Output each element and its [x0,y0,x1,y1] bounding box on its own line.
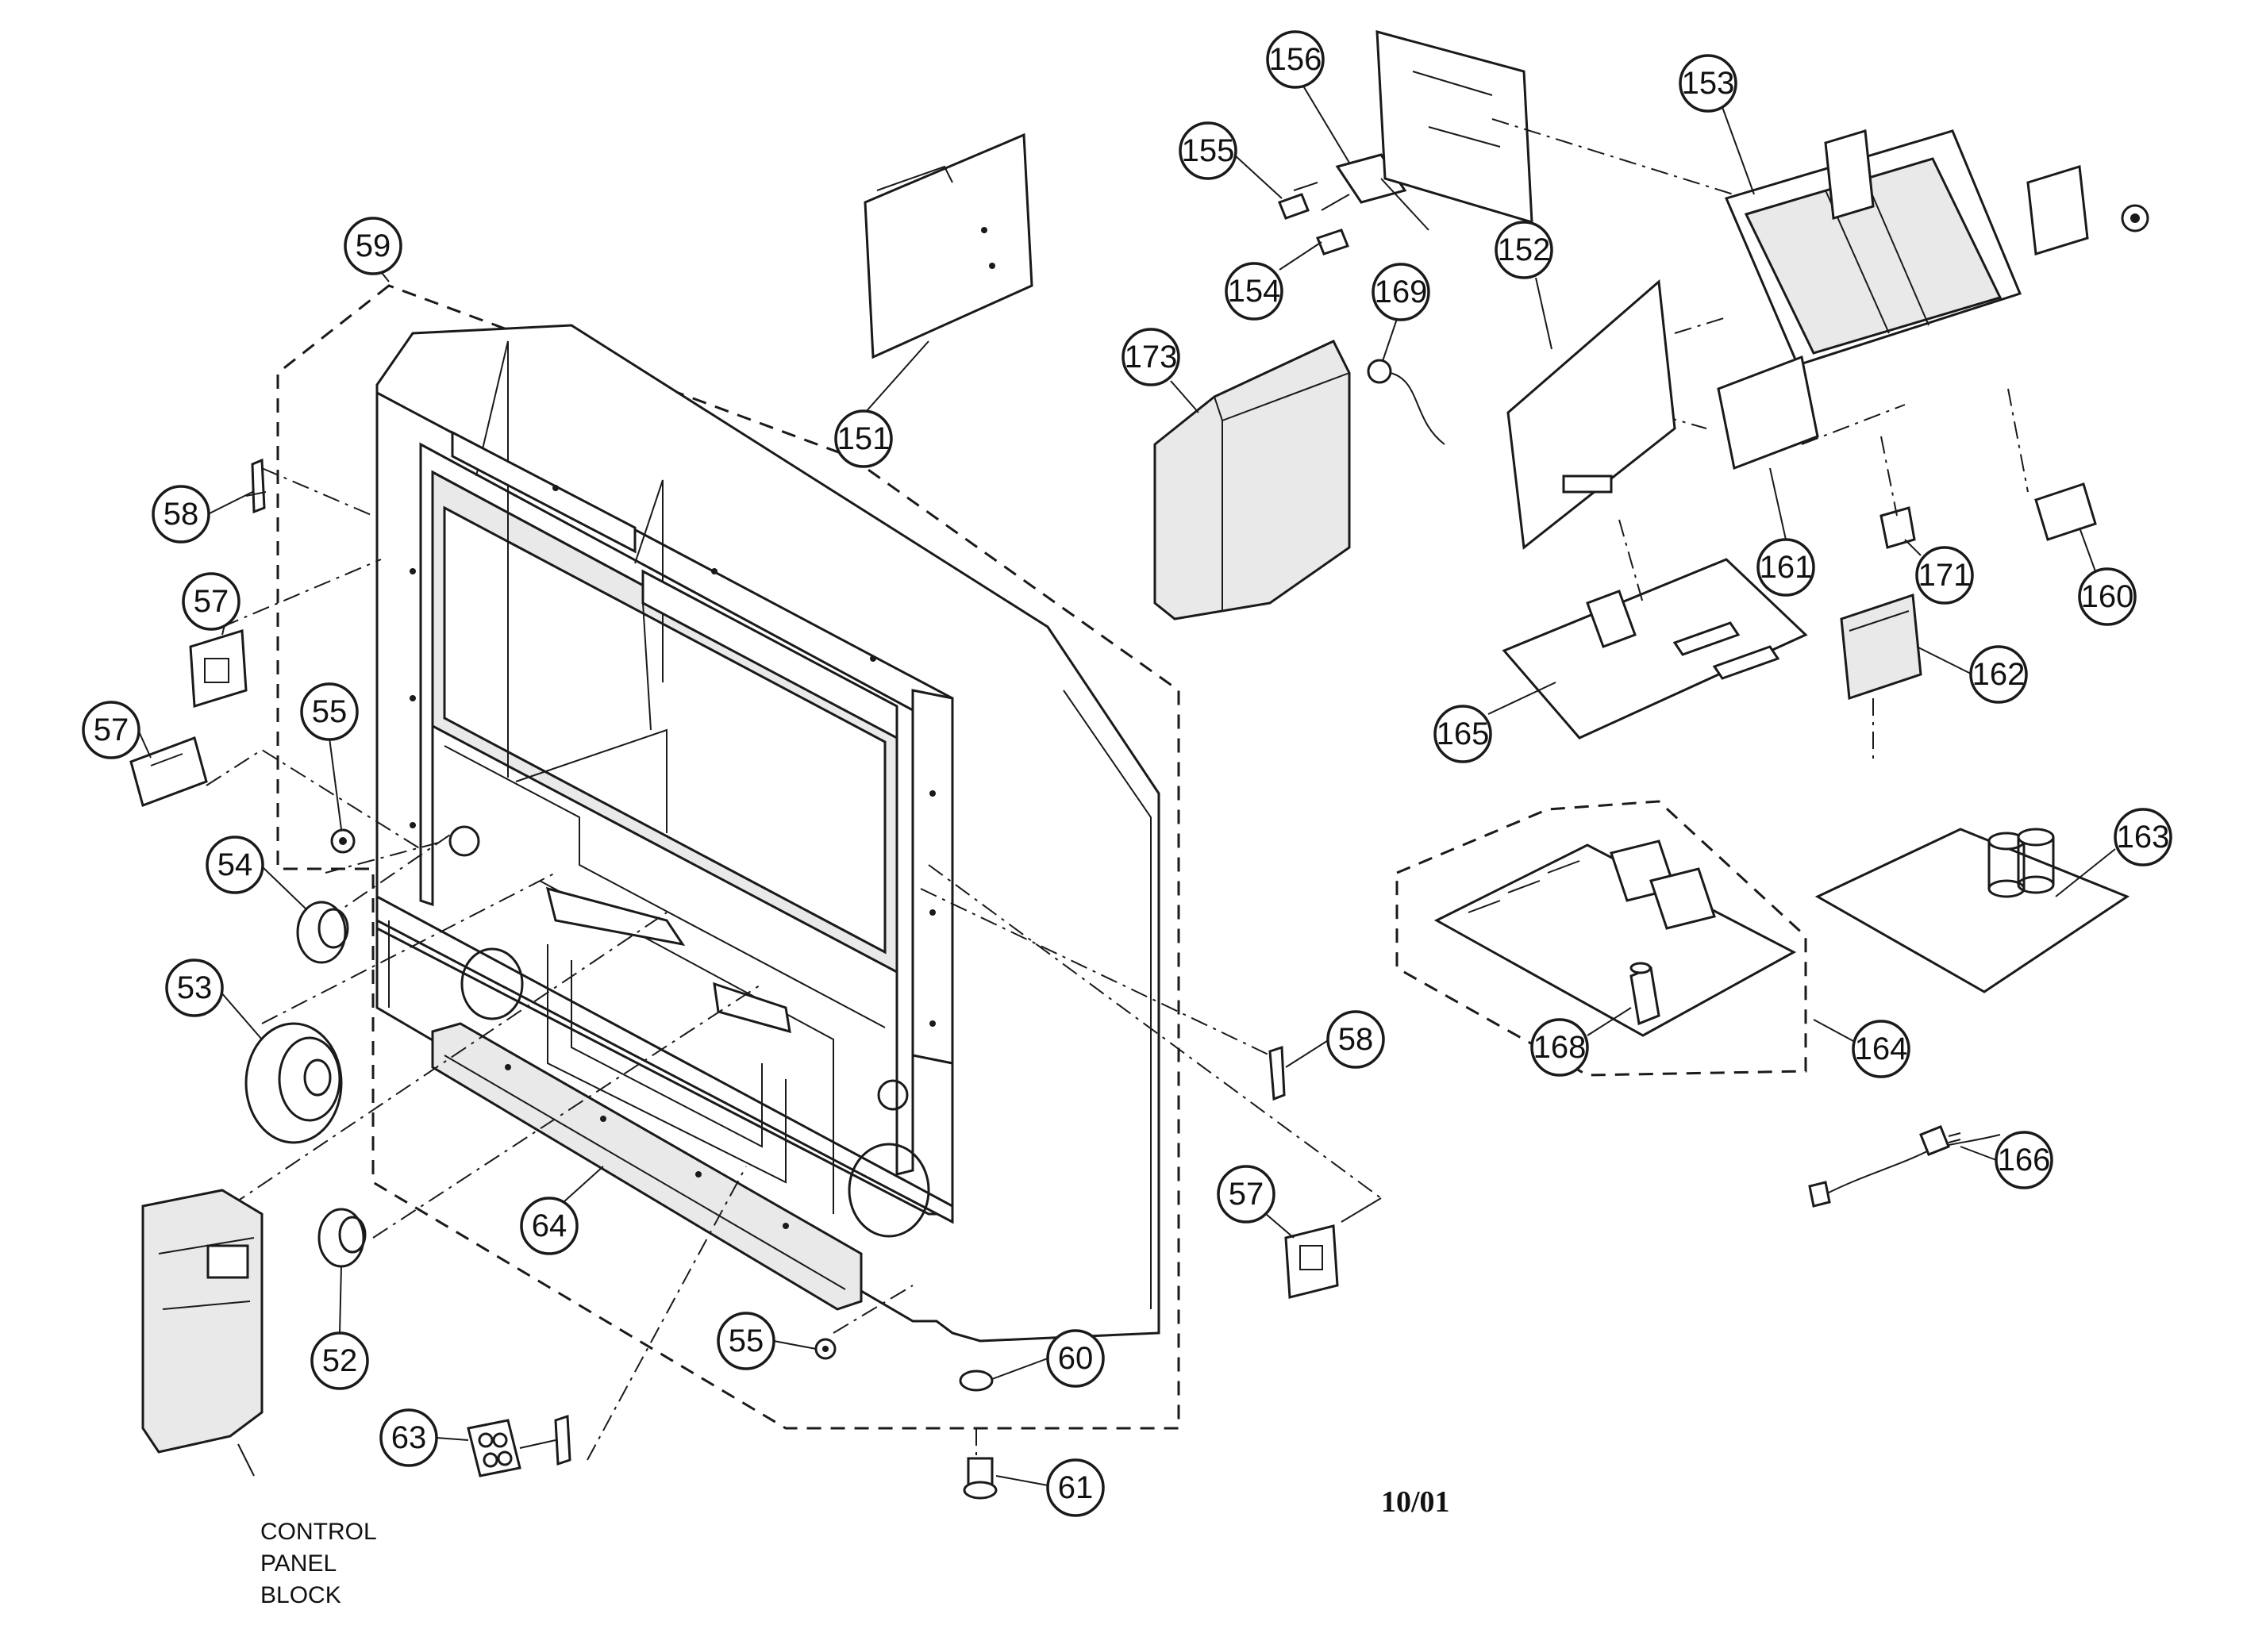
callout-160-text: 160 [2081,579,2134,614]
callout-55-upper: 55 [300,682,359,830]
callout-163: 163 [2055,808,2172,897]
control-panel-caption: CONTROL PANEL BLOCK [260,1519,377,1608]
callout-54: 54 [206,836,306,909]
callout-154-text: 154 [1228,274,1281,309]
callout-165-text: 165 [1437,717,1490,751]
callout-58-right-text: 58 [1338,1022,1374,1057]
callout-64: 64 [520,1166,604,1255]
callout-156: 156 [1266,30,1350,163]
callout-57-right-text: 57 [1229,1177,1264,1212]
callout-168: 168 [1530,1007,1632,1077]
callout-165: 165 [1433,682,1556,763]
callout-53-text: 53 [177,970,213,1005]
upper-boards [864,30,1747,620]
callout-labels: 59 58 57 57 55 54 [82,30,2172,1517]
callout-57-right: 57 [1217,1165,1295,1239]
callout-57-lower-text: 57 [94,713,129,747]
callout-152-text: 152 [1498,232,1551,267]
callout-166-text: 166 [1998,1143,2051,1178]
callout-160: 160 [2078,527,2137,626]
callout-154: 154 [1225,241,1322,321]
cabinet-assembly [206,284,1382,1468]
callout-57-upper-text: 57 [194,584,229,619]
left-side-parts [129,458,1382,1500]
callout-153-text: 153 [1682,66,1735,101]
callout-52: 52 [310,1265,369,1390]
caption-line-2: PANEL [260,1550,337,1577]
callout-171-text: 171 [1918,558,1972,593]
callout-161-text: 161 [1760,550,1813,585]
callout-169: 169 [1372,263,1430,362]
callout-155: 155 [1179,121,1283,199]
callout-164-text: 164 [1855,1032,1908,1066]
callout-169-text: 169 [1375,275,1428,309]
caption-line-1: CONTROL [260,1519,377,1545]
callout-55-lower: 55 [717,1312,817,1370]
callout-58-left: 58 [152,485,253,544]
callout-151: 151 [834,340,929,468]
callout-57-lower: 57 [82,701,152,759]
callout-163-text: 163 [2117,820,2170,855]
callout-162: 162 [1916,645,2028,704]
callout-57-upper: 57 [182,572,240,636]
callout-153: 153 [1679,54,1755,195]
callout-55-upper-text: 55 [312,694,348,729]
callout-168-text: 168 [1533,1030,1587,1065]
callout-166: 166 [1960,1131,2053,1189]
callout-58-right: 58 [1285,1010,1385,1069]
caption-line-3: BLOCK [260,1582,341,1608]
callout-59: 59 [344,217,402,282]
callout-151-text: 151 [837,421,891,456]
callout-60-text: 60 [1058,1341,1094,1376]
callout-58-left-text: 58 [164,497,199,532]
callout-173-text: 173 [1125,340,1178,375]
callout-53: 53 [165,959,263,1040]
callout-164: 164 [1813,1019,1910,1078]
callout-52-text: 52 [322,1343,358,1378]
callout-61: 61 [995,1458,1105,1517]
callout-61-text: 61 [1058,1470,1094,1505]
callout-63: 63 [379,1408,469,1467]
callout-152: 152 [1495,221,1553,350]
right-boards [1395,129,2149,1208]
callout-155-text: 155 [1182,133,1235,168]
callout-63-text: 63 [391,1420,427,1455]
callout-54-text: 54 [217,847,253,882]
callout-55-lower-text: 55 [729,1324,764,1358]
callout-60: 60 [991,1329,1105,1388]
callout-161: 161 [1756,467,1815,597]
callout-171: 171 [1904,539,1974,605]
callout-64-text: 64 [532,1208,567,1243]
callout-59-text: 59 [356,229,391,263]
callout-162-text: 162 [1972,657,2026,692]
callout-173: 173 [1122,328,1199,413]
date-stamp: 10/01 [1381,1485,1450,1519]
callout-156-text: 156 [1269,42,1322,77]
